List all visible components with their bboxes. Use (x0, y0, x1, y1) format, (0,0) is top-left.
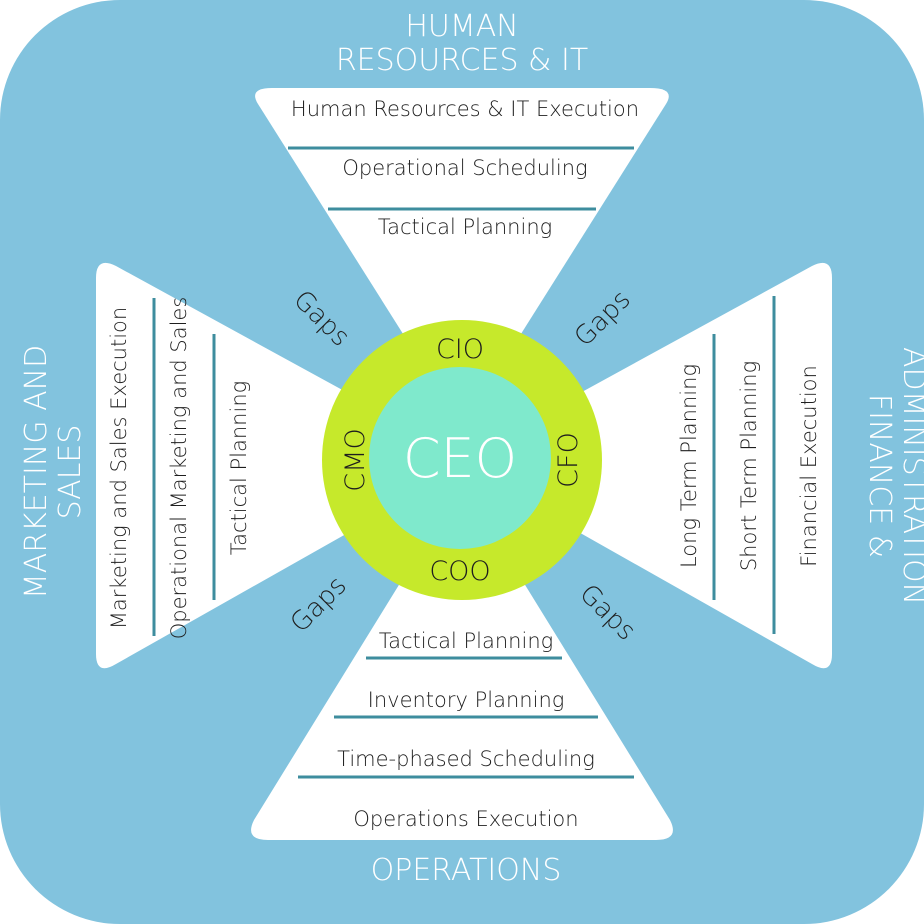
operations-layer-2: Inventory Planning (368, 688, 565, 712)
marketing-sales-title-line2: SALES (53, 425, 88, 520)
cio-label: CIO (436, 334, 484, 365)
hr-it-layer-2: Operational Scheduling (342, 156, 587, 180)
finance-admin-funnel (467, 262, 832, 669)
marketing-sales-funnel (96, 262, 461, 669)
coo-label: COO (429, 556, 490, 587)
marketing-layer-1: Marketing and Sales Execution (107, 307, 131, 629)
finance-admin-title-line2: ADMINISTRATION (896, 347, 924, 605)
ceo-core-circle (369, 367, 551, 549)
cfo-label: CFO (553, 432, 584, 488)
operations-layer-3: Time-phased Scheduling (337, 747, 595, 771)
finance-admin-title-line1: FINANCE & (862, 394, 897, 558)
operations-title: OPERATIONS (371, 853, 562, 888)
operations-layer-4: Operations Execution (353, 807, 578, 831)
hr-it-layer-3: Tactical Planning (378, 215, 553, 239)
hr-it-funnel (255, 88, 669, 414)
marketing-layer-3: Tactical Planning (227, 381, 251, 556)
cmo-label: CMO (340, 428, 371, 491)
ceo-label: CEO (403, 427, 517, 490)
marketing-layer-2: Operational Marketing and Sales (167, 297, 191, 640)
finance-layer-3: Financial Execution (797, 365, 821, 567)
operations-layer-1: Tactical Planning (379, 629, 554, 653)
hr-it-title-line1: HUMAN (405, 9, 518, 44)
marketing-sales-title-line1: MARKETING AND (19, 345, 54, 599)
hr-it-layer-1: Human Resources & IT Execution (291, 97, 639, 121)
finance-layer-1: Long Term Planning (677, 364, 701, 568)
hr-it-title-line2: RESOURCES & IT (336, 43, 588, 78)
operations-funnel (251, 508, 673, 840)
finance-layer-2: Short Term Planning (737, 361, 761, 571)
